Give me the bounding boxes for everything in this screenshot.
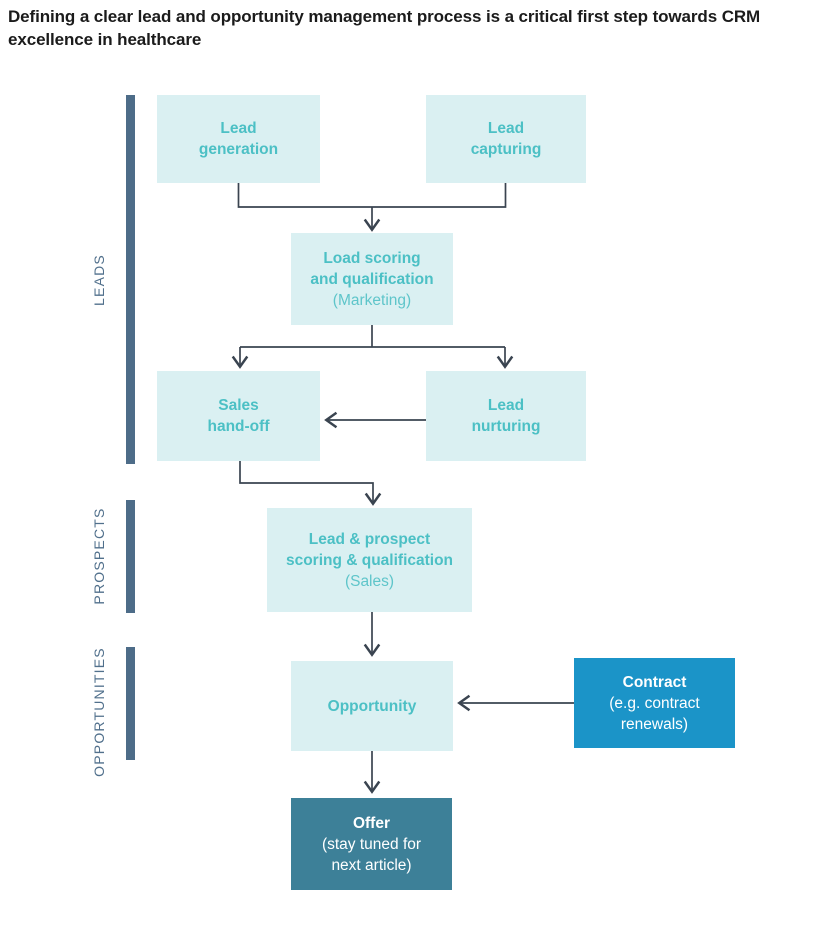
node-label-line: Lead <box>487 397 525 414</box>
node-lead-generation: Lead generation <box>157 95 320 183</box>
section-bar-prospects <box>126 500 135 613</box>
connector-handoff-to-prospect <box>239 461 382 506</box>
node-label-line: scoring & qualification <box>285 551 454 569</box>
node-lead-nurturing: Lead nurturing <box>426 371 586 461</box>
node-label-line: hand-off <box>207 418 270 435</box>
node-sub-label: (e.g. contract <box>609 694 700 712</box>
node-label-line: Offer <box>352 814 391 832</box>
node-opportunity: Opportunity <box>291 661 453 751</box>
node-label-line: generation <box>198 141 279 158</box>
node-label-line: Sales <box>218 397 259 414</box>
node-sub-label: (stay tuned for <box>321 835 422 853</box>
node-label-line: Lead & prospect <box>308 530 431 548</box>
node-label-line: Lead <box>220 120 257 137</box>
section-bar-leads <box>126 95 135 464</box>
node-lead-capturing: Lead capturing <box>426 95 586 183</box>
connector-merge-top <box>237 183 507 208</box>
section-label-opportunities: OPPORTUNITIES <box>91 647 107 777</box>
node-label-line: Opportunity <box>327 697 417 715</box>
section-label-leads: LEADS <box>91 254 107 306</box>
node-label-line: Lead <box>487 120 525 137</box>
node-contract: Contract (e.g. contract renewals) <box>574 658 735 748</box>
node-offer: Offer (stay tuned for next article) <box>291 798 452 890</box>
node-lead-prospect-scoring: Lead & prospect scoring & qualification … <box>267 508 472 612</box>
node-label-line: capturing <box>470 141 542 158</box>
node-sub-label: (Sales) <box>344 572 395 590</box>
node-label-line: Contract <box>622 673 687 691</box>
section-bar-opportunities <box>126 647 135 760</box>
node-sales-handoff: Sales hand-off <box>157 371 320 461</box>
node-label-line: and qualification <box>310 270 434 288</box>
node-sub-label: (Marketing) <box>332 291 412 309</box>
node-label-line: Load scoring <box>323 249 421 267</box>
node-sub-label: next article) <box>331 856 412 874</box>
section-label-prospects: PROSPECTS <box>91 507 107 605</box>
page-title: Defining a clear lead and opportunity ma… <box>8 7 761 49</box>
node-load-scoring-qualification: Load scoring and qualification (Marketin… <box>291 233 453 325</box>
node-label-line: nurturing <box>471 418 541 435</box>
node-sub-label: renewals) <box>620 715 689 733</box>
